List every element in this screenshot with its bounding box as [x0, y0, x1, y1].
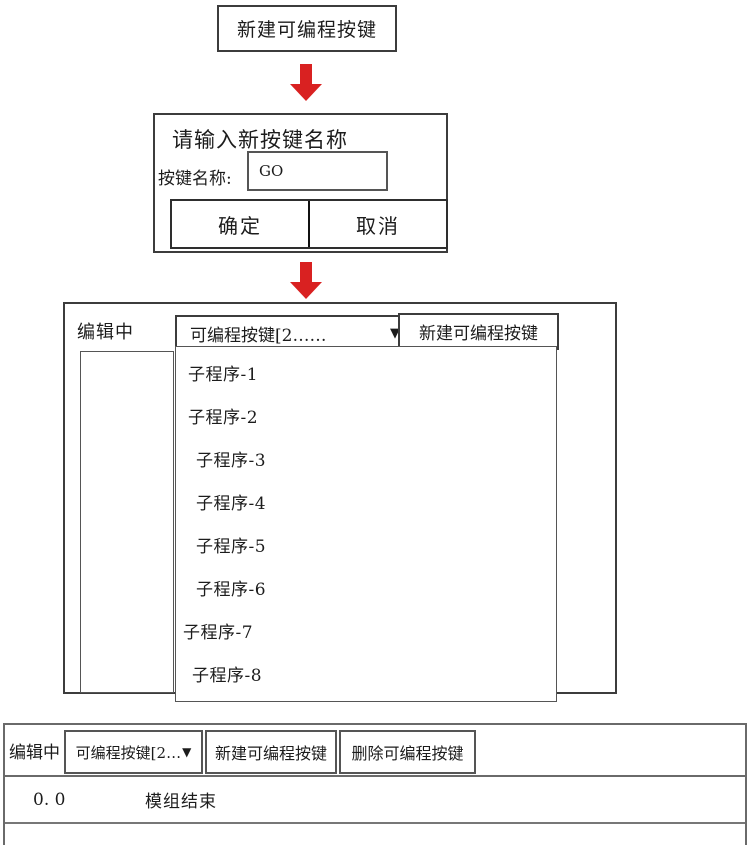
toolbar-row: 编辑中 可编程按键[2… ▼ 新建可编程按键 删除可编程按键: [5, 725, 745, 777]
arrow-head: [290, 282, 322, 299]
editor-panel: 编辑中 可编程按键[2…… ▼ 新建可编程按键 子程序-1 子程序-2 子程序-…: [63, 302, 617, 702]
empty-program-row: [5, 824, 745, 845]
new-programmable-key-button-bottom[interactable]: 新建可编程按键: [205, 730, 337, 774]
flow-arrow-down-2: [290, 262, 322, 299]
new-key-name-dialog: 请输入新按键名称 按键名称: GO 确定 取消: [153, 113, 448, 253]
programmable-key-dropdown[interactable]: 可编程按键[2…… ▼: [175, 315, 415, 351]
list-item-subroutine-5[interactable]: 子程序-5: [196, 537, 267, 557]
dropdown-selected-label: 可编程按键[2…: [75, 743, 182, 762]
delete-programmable-key-button[interactable]: 删除可编程按键: [339, 730, 476, 774]
chevron-down-icon: ▼: [390, 325, 400, 341]
arrow-shaft: [300, 262, 312, 284]
editing-status-label: 编辑中: [77, 322, 134, 343]
list-item-subroutine-7[interactable]: 子程序-7: [183, 623, 254, 643]
arrow-head: [290, 84, 322, 101]
program-area-placeholder: [80, 351, 174, 693]
list-item-subroutine-1[interactable]: 子程序-1: [188, 365, 259, 385]
list-item-subroutine-3[interactable]: 子程序-3: [196, 451, 267, 471]
key-name-label: 按键名称:: [158, 169, 232, 189]
dialog-title: 请输入新按键名称: [172, 128, 348, 152]
chevron-down-icon: ▼: [182, 745, 192, 759]
new-programmable-key-button-panel[interactable]: 新建可编程按键: [398, 313, 559, 350]
list-item-subroutine-6[interactable]: 子程序-6: [196, 580, 267, 600]
ok-button[interactable]: 确定: [172, 201, 310, 247]
cancel-button[interactable]: 取消: [356, 213, 400, 238]
dropdown-selected-label: 可编程按键[2……: [190, 325, 327, 346]
key-name-input[interactable]: GO: [247, 151, 388, 191]
list-item-subroutine-4[interactable]: 子程序-4: [196, 494, 267, 514]
subroutine-dropdown-list: 子程序-1 子程序-2 子程序-3 子程序-4 子程序-5 子程序-6 子程序-…: [175, 346, 557, 702]
line-number: 0. 0: [33, 789, 66, 810]
new-programmable-key-button[interactable]: 新建可编程按键: [217, 5, 397, 52]
line-instruction: 模组结束: [145, 792, 217, 812]
dialog-button-row: 确定 取消: [170, 199, 448, 249]
editing-status-label-bottom: 编辑中: [9, 743, 60, 763]
flow-arrow-down-1: [290, 64, 322, 101]
list-item-subroutine-2[interactable]: 子程序-2: [188, 408, 259, 428]
programmable-key-dropdown-bottom[interactable]: 可编程按键[2… ▼: [64, 730, 203, 774]
list-item-subroutine-8[interactable]: 子程序-8: [192, 666, 263, 686]
program-line-row[interactable]: 0. 0 模组结束: [5, 777, 745, 824]
arrow-shaft: [300, 64, 312, 86]
editor-toolbar-bar: 编辑中 可编程按键[2… ▼ 新建可编程按键 删除可编程按键 0. 0 模组结束: [3, 723, 747, 845]
